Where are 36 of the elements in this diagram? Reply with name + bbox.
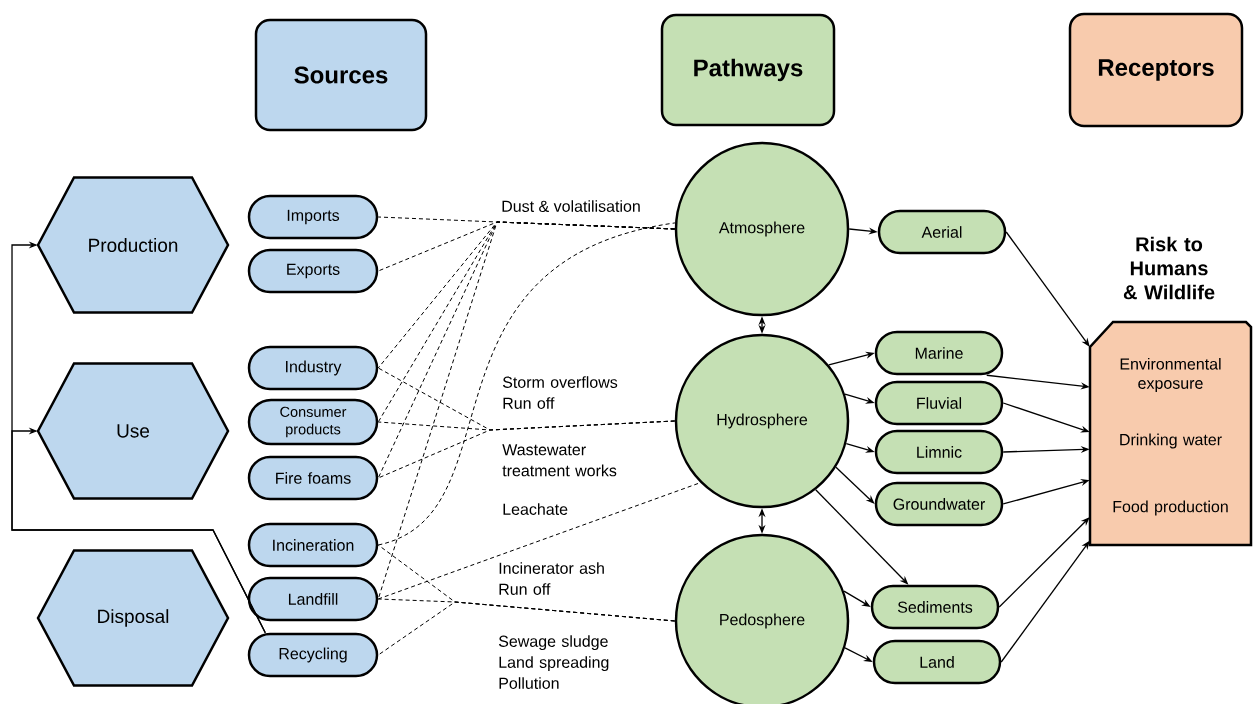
- rounded-box: Land: [872, 639, 1002, 685]
- rounded-box: Limnic: [874, 429, 1004, 475]
- rounded-box: Fluvial: [874, 380, 1004, 426]
- rounded-box: Recycling: [247, 632, 379, 678]
- header-box: Pathways: [660, 13, 836, 127]
- arrow: [835, 466, 875, 504]
- node-label: Food production: [1113, 500, 1228, 516]
- pathway-label: Dust & volatilisation: [502, 200, 640, 212]
- hexagon: Disposal: [36, 549, 230, 687]
- pathway-label: Storm overflows Run off: [502, 376, 618, 409]
- arrow: [1005, 231, 1090, 347]
- pathway-label: Sewage sludge Land spreading Pollution: [498, 635, 609, 689]
- pathway-label: Incinerator ash Run off: [499, 562, 604, 595]
- rounded-box: Marine: [874, 330, 1004, 376]
- rounded-box: Aerial: [877, 209, 1007, 255]
- arrow: [11, 427, 266, 634]
- rounded-box: Fire foams: [247, 455, 379, 501]
- rounded-box: Imports: [247, 194, 379, 240]
- rounded-box: Exports: [247, 248, 379, 294]
- header-box: Receptors: [1068, 12, 1244, 128]
- hexagon: Production: [36, 176, 230, 314]
- node-label: Drinking water: [1120, 433, 1222, 449]
- pathway-label: Wastewater treatment works: [502, 444, 617, 477]
- rounded-box: Consumer products: [247, 398, 379, 446]
- node-label: Environmental exposure: [1120, 357, 1221, 393]
- pathway-label: Leachate: [503, 503, 568, 515]
- header-box: Sources: [254, 18, 428, 132]
- heading: Risk to Humans & Wildlife: [1123, 236, 1215, 300]
- rounded-box: Sediments: [870, 584, 1000, 630]
- arrow: [998, 517, 1090, 608]
- rounded-box: Groundwater: [874, 481, 1004, 527]
- hexagon: Use: [36, 362, 230, 500]
- rounded-box: Industry: [247, 345, 379, 391]
- rounded-box: Incineration: [247, 522, 379, 568]
- receptor-box: Environmental exposure Drinking water Food production: [1088, 320, 1253, 547]
- rounded-box: Landfill: [247, 576, 379, 622]
